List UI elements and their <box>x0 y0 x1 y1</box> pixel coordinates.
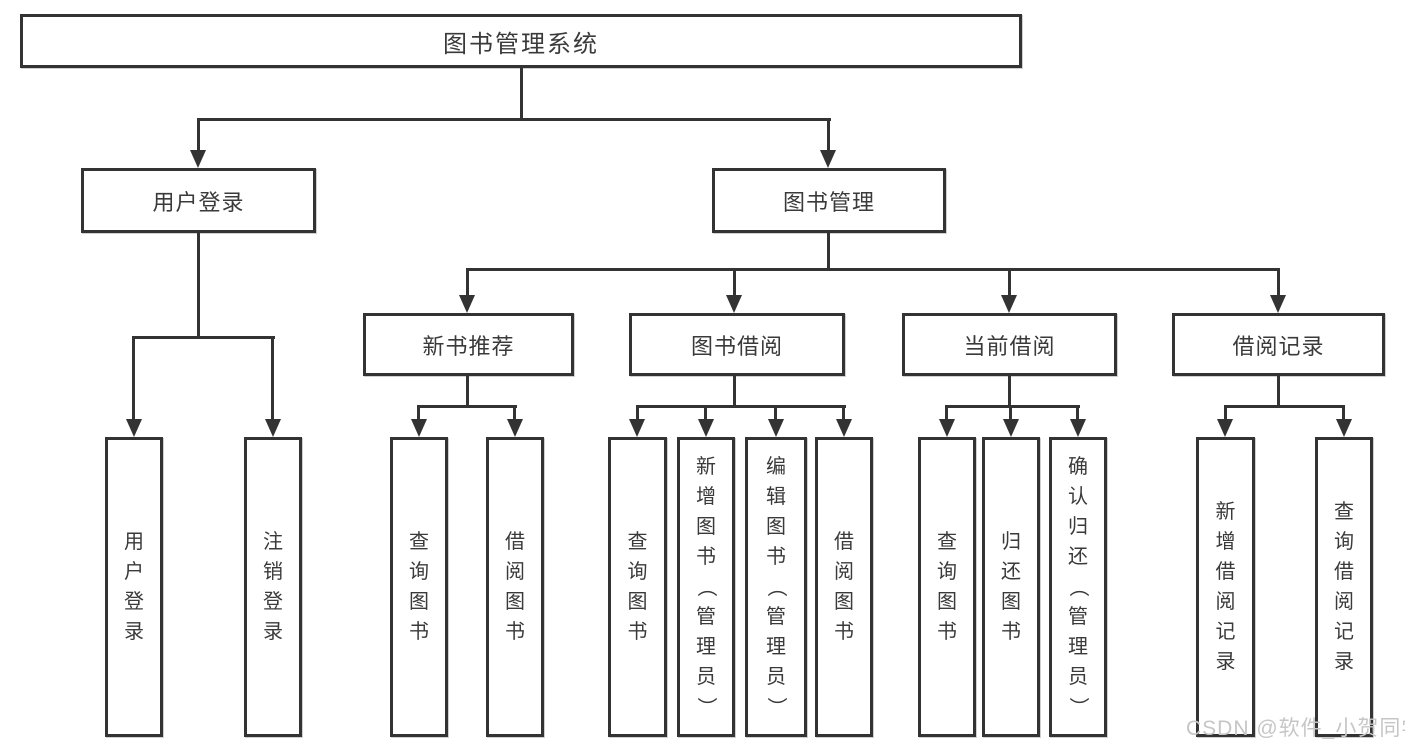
leaf-label: 查询图书 <box>627 531 648 643</box>
node-user-login: 用户登录 <box>81 168 316 233</box>
leaf-label: 编辑图书（管理员） <box>765 456 787 717</box>
node-return-books: 归还图书 <box>982 437 1040 737</box>
node-new-book-recommend: 新书推荐 <box>363 313 574 376</box>
connector-rail <box>417 405 517 408</box>
node-borrow-books-recommend: 借阅图书 <box>486 437 544 737</box>
arrow-down-icon <box>726 295 742 313</box>
leaf-label: 归还图书 <box>1001 531 1021 643</box>
connector-level2-rail <box>197 118 831 121</box>
leaf-label: 确认归还（管理员） <box>1067 456 1089 717</box>
leaf-label: 注销登录 <box>263 531 283 643</box>
connector-drop <box>636 405 639 421</box>
arrow-down-icon <box>629 419 645 437</box>
connector-drop <box>417 405 420 421</box>
node-current-borrowing: 当前借阅 <box>902 313 1117 376</box>
arrow-down-icon <box>820 150 836 168</box>
node-edit-books-admin: 编辑图书（管理员） <box>745 437 807 737</box>
arrow-down-icon <box>1001 295 1017 313</box>
connector-level3-rail <box>466 268 1280 271</box>
connector-drop <box>1277 268 1280 297</box>
connector-book-mgmt-stem <box>827 233 830 270</box>
leaf-label: 查询借阅记录 <box>1334 501 1354 673</box>
connector-user-login-rail <box>132 336 275 339</box>
leaf-label: 用户登录 <box>124 531 144 643</box>
node-query-borrow-record: 查询借阅记录 <box>1315 437 1373 737</box>
connector-stem <box>733 376 736 407</box>
arrow-down-icon <box>698 419 714 437</box>
connector-stem <box>1277 376 1280 407</box>
arrow-down-icon <box>411 419 427 437</box>
connector-drop <box>132 336 135 421</box>
arrow-down-icon <box>459 295 475 313</box>
arrow-down-icon <box>939 419 955 437</box>
node-query-books-borrow: 查询图书 <box>608 437 667 737</box>
node-confirm-return-admin: 确认归还（管理员） <box>1049 437 1107 737</box>
connector-drop <box>513 405 516 421</box>
connector-user-login-stem <box>197 233 200 336</box>
connector-rail <box>1224 405 1345 408</box>
connector-drop <box>1342 405 1345 421</box>
node-user-login-leaf: 用户登录 <box>105 437 163 737</box>
leaf-label: 借阅图书 <box>834 531 854 643</box>
node-book-management: 图书管理 <box>712 168 946 233</box>
leaf-label: 查询图书 <box>937 531 957 643</box>
connector-drop <box>704 405 707 421</box>
arrow-down-icon <box>768 419 784 437</box>
connector-rail <box>636 405 846 408</box>
arrow-down-icon <box>190 150 206 168</box>
connector-stem <box>466 376 469 407</box>
node-add-borrow-record: 新增借阅记录 <box>1196 437 1255 737</box>
leaf-label: 新增图书（管理员） <box>695 456 717 717</box>
arrow-down-icon <box>126 419 142 437</box>
arrow-down-icon <box>836 419 852 437</box>
connector-drop <box>842 405 845 421</box>
connector-drop <box>1009 405 1012 421</box>
node-borrowing-records: 借阅记录 <box>1172 313 1385 376</box>
node-borrow-books: 借阅图书 <box>815 437 873 737</box>
arrow-down-icon <box>1217 419 1233 437</box>
node-add-books-admin: 新增图书（管理员） <box>677 437 735 737</box>
connector-drop <box>197 118 200 152</box>
leaf-label: 查询图书 <box>409 531 429 643</box>
connector-drop <box>1008 268 1011 297</box>
arrow-down-icon <box>1336 419 1352 437</box>
arrow-down-icon <box>507 419 523 437</box>
node-book-borrowing: 图书借阅 <box>629 313 845 376</box>
arrow-down-icon <box>1270 295 1286 313</box>
arrow-down-icon <box>1070 419 1086 437</box>
connector-drop <box>827 118 830 152</box>
connector-root-stem <box>520 66 523 118</box>
node-query-books-current: 查询图书 <box>918 437 976 737</box>
connector-drop <box>774 405 777 421</box>
node-library-management-system: 图书管理系统 <box>20 14 1022 68</box>
connector-drop <box>733 268 736 297</box>
connector-drop <box>1224 405 1227 421</box>
csdn-watermark: CSDN @软件_小贺同学 <box>1186 717 1405 740</box>
connector-stem <box>1008 376 1011 407</box>
node-logout: 注销登录 <box>244 437 302 737</box>
connector-drop <box>945 405 948 421</box>
leaf-label: 借阅图书 <box>505 531 525 643</box>
arrow-down-icon <box>1003 419 1019 437</box>
connector-drop <box>271 336 274 421</box>
connector-drop <box>466 268 469 297</box>
arrow-down-icon <box>265 419 281 437</box>
connector-drop <box>1076 405 1079 421</box>
leaf-label: 新增借阅记录 <box>1215 501 1236 673</box>
node-query-books-recommend: 查询图书 <box>390 437 448 737</box>
connector-rail <box>945 405 1080 408</box>
